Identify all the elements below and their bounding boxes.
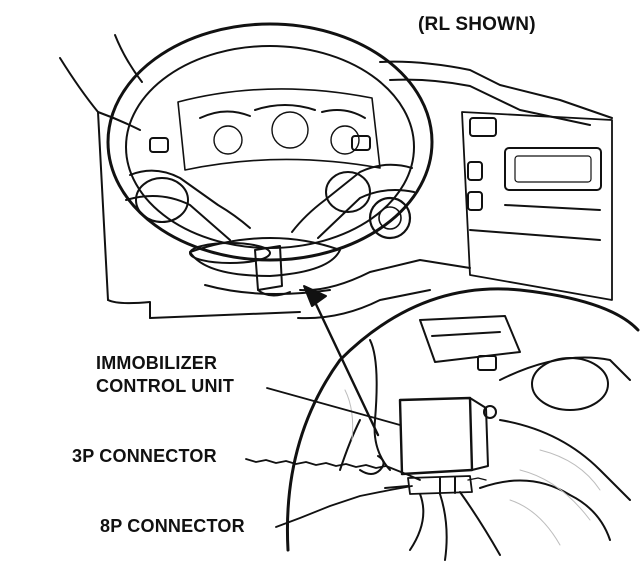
leader-3p-connector [245, 458, 421, 481]
label-immobilizer-line2: CONTROL UNIT [96, 376, 235, 396]
leader-immobilizer [266, 387, 401, 426]
steering-wheel [106, 22, 434, 277]
zoom-arrow [303, 285, 380, 437]
column-shroud [297, 259, 471, 320]
ignition-switch [368, 196, 412, 240]
label-8p-connector: 8P CONNECTOR [100, 516, 245, 536]
label-immobilizer-line1: IMMOBILIZER [96, 353, 218, 373]
detail-magnifier [285, 287, 640, 552]
label-3p-connector: 3P CONNECTOR [72, 446, 217, 466]
detail-components [339, 315, 631, 561]
leader-8p-connector [275, 485, 413, 528]
dash-right-panel [461, 111, 613, 301]
view-caption: (RL SHOWN) [418, 14, 536, 35]
leader-lines [245, 387, 487, 528]
dashboard-outline [59, 34, 613, 319]
instrument-cluster [177, 88, 381, 171]
